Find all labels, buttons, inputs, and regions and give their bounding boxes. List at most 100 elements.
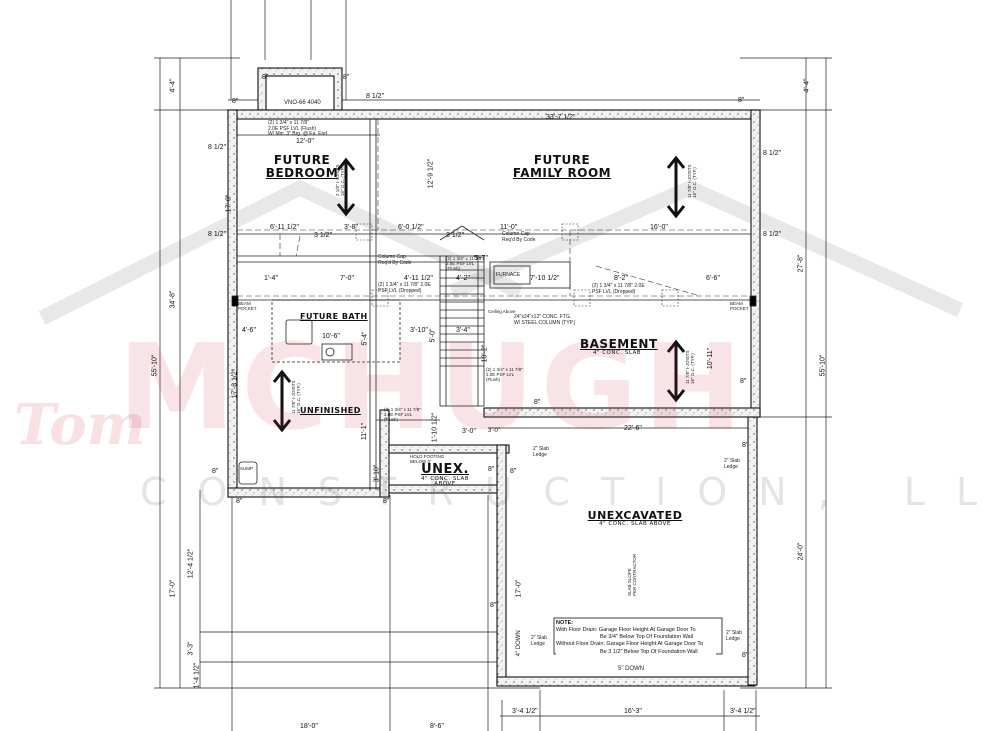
dim-8-1-2-a: 8 1/2"	[366, 93, 385, 100]
callout-lvl-low: (2) 1 3/4" x 11 7/8" 2.0E PSF LVL (Flush…	[384, 407, 421, 423]
callout-lvl-mid-line1: (2) 1 3/4" x 11 7/8"	[446, 256, 483, 261]
room-unexcavated-slab: 4" CONC. SLAB ABOVE	[599, 520, 671, 527]
callout-lvl-right-line2: PSF LVL (Dropped)	[592, 288, 636, 295]
callout-slab-ledge-3-line1: 2" Slab	[531, 635, 547, 641]
watermark-subtitle: CONSTRUCTION, LLC	[140, 470, 987, 514]
dim-12-9: 12'-9 1/2"	[427, 158, 435, 189]
callout-column-cap-right: Column Cap Req'd By Code	[502, 231, 536, 243]
dim-top-overall: 33'-7 1/2"	[546, 114, 576, 121]
callout-column-cap-left-line2: Req'd By Code	[378, 259, 412, 266]
callout-column-cap-right-line2: Req'd By Code	[502, 236, 536, 243]
room-unex-title: UNEX.	[421, 462, 469, 477]
dim-8-i: 8"	[510, 468, 517, 475]
callout-lvl-mid: (2) 1 3/4" x 11 7/8" 2.0E PSF LVL (Flush…	[446, 256, 483, 272]
dim-1-10: 1'-10 1/2"	[431, 412, 439, 443]
foundation-walls	[227, 67, 761, 687]
dim-right-overall: 55'-10"	[819, 354, 827, 377]
callout-joists-basement-line2: 16" O.C. (TYP.)	[689, 353, 695, 384]
callout-slab-ledge-4-line1: 2" Slab	[726, 630, 742, 636]
dim-7-0: 7'-0"	[340, 275, 354, 282]
dim-17-0b: 17'-0"	[515, 579, 523, 598]
callout-lvl-bath-line1: (2) 1 3/4" x 11 7/8" 2.0E	[378, 282, 431, 288]
callout-slab-ledge-1-line2: Ledge	[533, 451, 547, 458]
dim-4-6: 4'-6"	[242, 327, 256, 334]
callout-furnace: FURNACE	[496, 272, 521, 278]
room-future-bedroom-line2: BEDROOM	[265, 165, 339, 180]
dim-17-0: 17'-0"	[225, 194, 233, 213]
callout-lvl-low-line3: (Flush)	[384, 416, 399, 422]
callout-footing-below-line2: BELOW 3'	[410, 458, 431, 464]
note-line-3: Without Floor Drain: Garage Floor Height…	[556, 641, 704, 648]
dim-bottom-8-6: 8'-6"	[430, 723, 444, 730]
callout-joists-bedroom-line2: 16" O.C. (TYP.)	[339, 165, 345, 196]
dim-bottom-3-4-b: 3'-4 1/2"	[730, 708, 756, 715]
callout-slab-ledge-1: 2" Slab Ledge	[533, 446, 549, 458]
dim-10-11: 10'-11"	[707, 347, 715, 370]
callout-lvl-right: (2) 1 3/4" x 11 7/8" 2.0E PSF LVL (Dropp…	[592, 283, 645, 295]
note-line-2: Be 3/4" Below Top Of Foundation Wall	[600, 634, 694, 641]
callout-down-bottom: 5" DOWN	[618, 666, 645, 672]
dim-16-0: 16'-0"	[650, 224, 668, 231]
dim-7-10: 7'-10 1/2"	[530, 275, 560, 282]
dim-5-4: 5'-4"	[361, 331, 369, 346]
dim-22-6: 22'-6"	[624, 425, 642, 432]
callout-footing-below: HOLD FOOTING BELOW 3'	[410, 454, 444, 465]
callout-slab-ledge-2: 2" Slab Ledge	[724, 458, 740, 470]
callout-lvl-bath: (2) 1 3/4" x 11 7/8" 2.0E PSF LVL (Dropp…	[378, 282, 431, 294]
interior-walls	[231, 119, 757, 490]
callout-slab-ledge-4: 2" Slab Ledge	[726, 630, 742, 642]
note-header: NOTE:	[556, 620, 574, 626]
room-future-family-room-line2: FAMILY ROOM	[512, 165, 612, 180]
dim-8-l: 8"	[490, 602, 497, 609]
callout-column-cap-left-line1: Column Cap	[378, 254, 406, 260]
callout-down-side: 4" DOWN	[515, 630, 522, 657]
dim-3-10: 3'-10"	[410, 327, 428, 334]
callout-slab-ledge-2-line2: Ledge	[724, 463, 738, 470]
dim-5-0: 5'-0"	[429, 328, 437, 343]
callout-slab-ledge-2-line1: 2" Slab	[724, 458, 740, 464]
dim-8-d: 8"	[738, 97, 745, 104]
callout-slab-ledge-3-line2: Ledge	[531, 640, 545, 647]
room-future-family-room: FUTURE FAMILY ROOM	[506, 154, 618, 179]
dim-8-c: 8"	[232, 98, 239, 105]
dim-left-overall: 55'-10"	[151, 354, 159, 377]
callout-lvl-stair-line3: (Flush)	[486, 376, 501, 382]
dim-10-2: 10'-2"	[481, 344, 489, 363]
callout-footing: 24"x24"x12" CONC. FTG. W/ STEEL COLUMN (…	[514, 314, 575, 326]
dim-8-g: 8"	[383, 498, 390, 505]
dim-8-1-2-d: 8 1/2"	[208, 231, 227, 238]
callout-lvl-top-line2: 2.0E PSF LVL (Flush)	[268, 125, 317, 132]
room-future-bath: FUTURE BATH	[300, 312, 368, 321]
dim-bottom-3-4-a: 3'-4 1/2"	[512, 708, 538, 715]
callout-ceiling-above: Ceiling Above	[488, 309, 516, 314]
dim-6-11: 6'-11 1/2"	[270, 224, 299, 231]
callout-beam-pocket-left-line1: BEAM	[238, 301, 251, 306]
room-unex: UNEX. 4" CONC. SLAB ABOVE	[410, 463, 480, 488]
callout-opening: 3'-0"	[488, 428, 500, 434]
dim-8-n: 8"	[534, 399, 541, 406]
room-basement-slab: 4" CONC. SLAB	[592, 349, 642, 356]
dim-3-1-2: 3 1/2"	[446, 232, 465, 239]
dim-11-0: 11'-0"	[500, 224, 518, 231]
dim-10-6: 10'-6"	[322, 333, 340, 340]
callout-beam-pocket-right-line2: POCKET	[730, 305, 749, 311]
dim-8-1-2-b: 8 1/2"	[208, 144, 227, 151]
callout-lvl-mid-line2: 2.0E PSF LVL	[446, 260, 475, 266]
dim-4-11: 4'-11 1/2"	[404, 275, 433, 282]
callout-beam-pocket-right: BEAM POCKET	[730, 301, 749, 312]
dim-8-a: 8"	[262, 74, 269, 81]
callout-lvl-stair-line1: (2) 1 3/4" x 11 7/8"	[486, 367, 523, 372]
dim-left-1-4: 1'-4 1/2"	[193, 662, 201, 689]
room-unfinished: UNFINISHED	[300, 406, 361, 415]
dim-8-j: 8"	[740, 378, 747, 385]
dim-left-4-4: 4'-4"	[169, 78, 177, 93]
dim-5-7: 5'-7"	[474, 255, 488, 262]
dim-left-34-8: 34'-8"	[169, 290, 177, 309]
room-basement-title: BASEMENT	[580, 337, 658, 351]
dim-left-3-3: 3'-3"	[187, 641, 195, 656]
room-unex-slab: 4" CONC. SLAB ABOVE	[420, 475, 470, 488]
dim-left-17-0: 17'-0"	[169, 579, 177, 598]
dim-right-27-8: 27'-8"	[797, 254, 805, 273]
dim-bottom-18-0: 18'-0"	[300, 723, 318, 730]
callout-lvl-low-line1: (2) 1 3/4" x 11 7/8"	[384, 407, 421, 412]
